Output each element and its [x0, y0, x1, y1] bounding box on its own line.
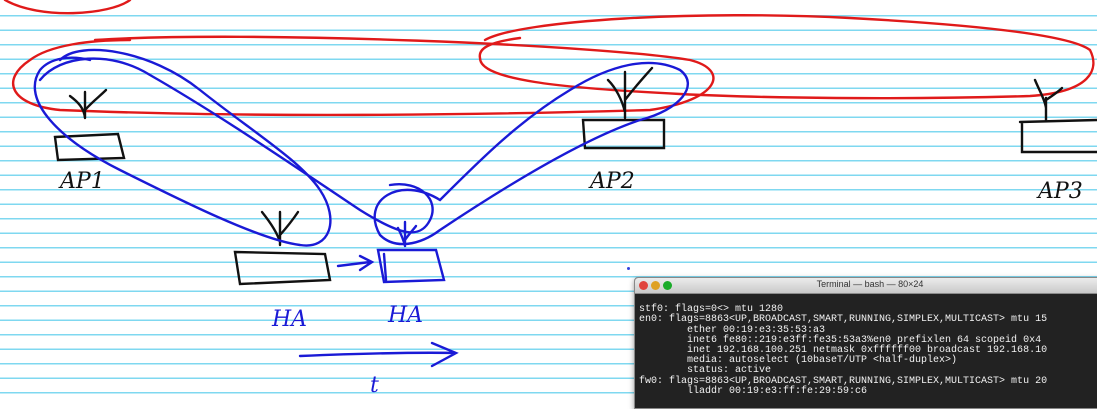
ap3-device: [1018, 78, 1097, 154]
handwritten-sketch: AP1 AP2 AP3 HA HA t: [3, 0, 1097, 398]
terminal-line: media: autoselect (10baseT/UTP <half-dup…: [639, 355, 958, 367]
blue-loop-ap1-newha: [38, 57, 434, 234]
ap1-label: AP1: [58, 169, 105, 194]
blue-loop-ap2-newha: [373, 61, 689, 246]
ha-label-new: HA: [387, 303, 423, 328]
terminal-line: lladdr 00:19:e3:ff:fe:29:59:c6: [639, 385, 868, 397]
close-icon[interactable]: [639, 281, 648, 290]
time-label: t: [370, 373, 379, 398]
minimize-icon[interactable]: [651, 281, 660, 290]
terminal-line: inet6 fe80::219:e3ff:fe35:53a3%en0 prefi…: [639, 334, 1042, 346]
ha-device-new: [376, 220, 446, 284]
ap2-label: AP2: [588, 169, 635, 194]
terminal-line: ether 00:19:e3:35:53:a3: [639, 324, 826, 336]
ap2-device: [581, 66, 666, 150]
ha-device-old: [233, 210, 332, 286]
ap3-label: AP3: [1036, 179, 1083, 204]
terminal-line: fw0: flags=8863<UP,BROADCAST,SMART,RUNNI…: [639, 375, 1048, 387]
red-ring-left: [11, 35, 715, 117]
terminal-line: inet 192.168.100.251 netmask 0xffffff00 …: [639, 345, 1048, 357]
red-ring-right: [478, 14, 1095, 100]
terminal-line: status: active: [639, 365, 772, 377]
terminal-line: en0: flags=8863<UP,BROADCAST,SMART,RUNNI…: [639, 314, 1048, 326]
maximize-icon[interactable]: [663, 281, 672, 290]
terminal-window[interactable]: Terminal — bash — 80×24 stf0: flags=0<> …: [634, 277, 1097, 409]
pen-cursor: [627, 267, 630, 270]
ha-label-old: HA: [271, 307, 307, 332]
ap1-device: [53, 88, 126, 162]
terminal-titlebar[interactable]: Terminal — bash — 80×24: [635, 278, 1097, 294]
terminal-line: stf0: flags=0<> mtu 1280: [639, 304, 784, 316]
top-red-scribble: [3, 0, 132, 15]
handoff-arrow: [336, 254, 375, 272]
blue-loop-ap1-ha: [33, 48, 332, 247]
time-arrow: [298, 341, 459, 368]
terminal-title: Terminal — bash — 80×24: [816, 279, 924, 289]
